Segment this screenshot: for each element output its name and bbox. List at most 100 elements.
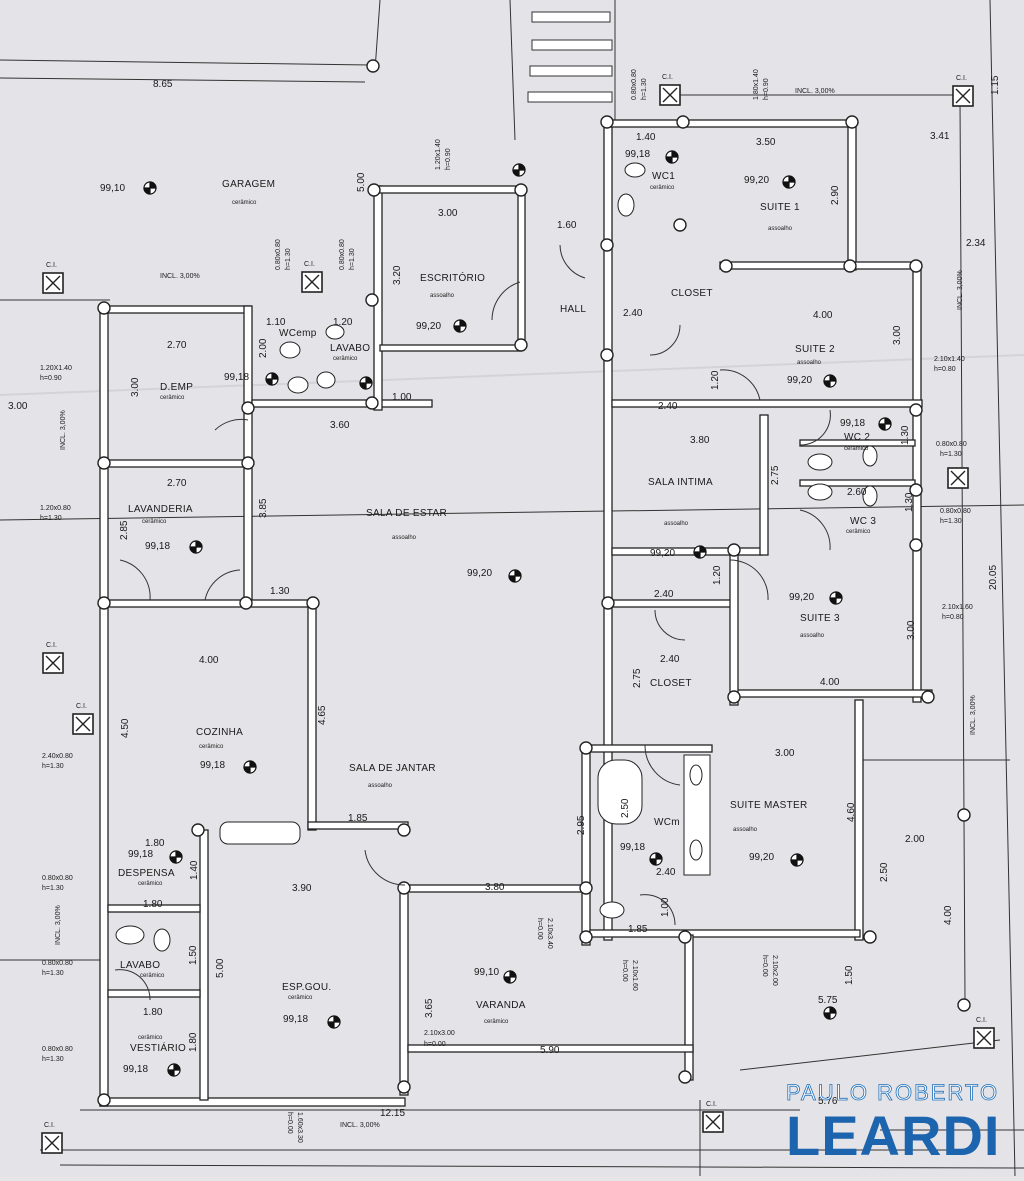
opening-height: h=0.00: [286, 1112, 293, 1134]
opening-size: 0.80x0.80: [42, 875, 73, 882]
drain-label: C.I.: [706, 1101, 717, 1108]
room-level: 99,18: [200, 760, 225, 771]
door-swings: [114, 244, 831, 1001]
room-finish: assoalho: [733, 827, 758, 833]
opening-height: h=0.90: [763, 78, 770, 100]
room-level: 99,18: [840, 418, 865, 429]
dimension: 2.95: [576, 815, 587, 835]
opening-height: h=0.00: [621, 960, 628, 982]
room-name: SALA INTIMA: [648, 477, 713, 488]
room-level: 99,10: [474, 967, 499, 978]
room-finish: assoalho: [368, 783, 393, 789]
dimension: 3.60: [330, 420, 350, 431]
room-name: D.EMP: [160, 382, 193, 393]
opening-size: 0.80x0.80: [940, 508, 971, 515]
opening-size: 0.80x0.80: [42, 1046, 73, 1053]
dimension: 3.80: [690, 435, 710, 446]
opening-size: 1.20x0.80: [40, 505, 71, 512]
opening-size: 0.80x0.80: [339, 239, 346, 270]
dimension: 2.00: [258, 338, 269, 358]
drain-label: C.I.: [46, 262, 57, 269]
dimension: 2.40: [658, 401, 678, 412]
dimension: 3.00: [130, 377, 141, 397]
opening-height: h=1.30: [42, 970, 64, 977]
dimension: 1.40: [636, 132, 656, 143]
room-name: SALA DE ESTAR: [366, 508, 447, 519]
dimension: 1.80: [145, 838, 165, 849]
room-finish: cerâmico: [160, 395, 185, 401]
dimension: 1.50: [844, 965, 855, 985]
watermark: PAULO ROBERTO LEARDI: [786, 1080, 1000, 1167]
room-name: SALA DE JANTAR: [349, 763, 436, 774]
room-name: CLOSET: [671, 288, 713, 299]
dimension: 4.65: [317, 705, 328, 725]
dimension: 4.00: [820, 677, 840, 688]
room-finish: cerâmico: [484, 1019, 509, 1025]
dimension: 1.80: [143, 899, 163, 910]
opening-height: h=0.00: [761, 955, 768, 977]
drain-label: C.I.: [976, 1017, 987, 1024]
room-name: ESCRITÓRIO: [420, 271, 485, 284]
room-finish: assoalho: [768, 226, 793, 232]
dimension: 2.40: [660, 654, 680, 665]
slope-label: INCL. 3,00%: [160, 273, 200, 280]
dimension: 3.65: [424, 998, 435, 1018]
room-labels: GARAGEM cerâmico 99,10 ESCRITÓRIO assoal…: [100, 149, 876, 1075]
dimension: 2.90: [830, 185, 841, 205]
room-finish: cerâmico: [288, 995, 313, 1001]
dimension: 1.00: [392, 392, 412, 403]
dimension: 2.75: [632, 668, 643, 688]
dimension: 4.00: [199, 655, 219, 666]
room-finish: assoalho: [800, 633, 825, 639]
room-level: 99,18: [145, 541, 170, 552]
drain-label: C.I.: [44, 1122, 55, 1129]
dimension: 2.40: [656, 867, 676, 878]
dimension: 4.60: [846, 802, 857, 822]
drain-label: C.I.: [662, 74, 673, 81]
fixtures: [115, 162, 878, 952]
room-name: SUITE 1: [760, 202, 800, 213]
opening-size: 2.10x1.60: [631, 960, 638, 991]
room-level: 99,20: [467, 568, 492, 579]
room-name: HALL: [560, 304, 586, 315]
drain-label: C.I.: [76, 703, 87, 710]
room-level: 99,20: [787, 375, 812, 386]
watermark-name: PAULO ROBERTO: [786, 1080, 999, 1105]
opening-height: h=1.30: [42, 1056, 64, 1063]
dimension: 1.30: [904, 492, 915, 512]
dimension: 2.00: [905, 834, 925, 845]
room-name: WCm: [654, 817, 680, 828]
room-name: DESPENSA: [118, 868, 175, 879]
dimension: 1.50: [188, 945, 199, 965]
slope-label: INCL. 3,00%: [795, 88, 835, 95]
room-name: CLOSET: [650, 678, 692, 689]
drain-boxes: [41, 84, 995, 1154]
opening-height: h=0.80: [934, 366, 956, 373]
dimension: 1.20: [710, 370, 721, 390]
room-finish: cerâmico: [844, 446, 869, 452]
dimension: 2.60: [847, 487, 867, 498]
dimension: 1.00: [660, 897, 671, 917]
dimension: 1.10: [266, 317, 286, 328]
room-name: WC 2: [844, 432, 870, 443]
dimension: 1.85: [348, 813, 368, 824]
dimension: 1.40: [189, 860, 200, 880]
opening-size: 1.20x1.40: [435, 139, 442, 170]
dimension: 5.00: [356, 172, 367, 192]
dimension: 2.40: [654, 589, 674, 600]
dimension: 2.70: [167, 340, 187, 351]
slope-label: INCL. 3,00%: [55, 905, 62, 945]
dimension: 12.15: [380, 1108, 405, 1119]
room-finish: cerâmico: [138, 881, 163, 887]
drain-label: C.I.: [46, 642, 57, 649]
room-finish: assoalho: [392, 535, 417, 541]
opening-height: h=1.30: [40, 515, 62, 522]
room-finish: cerâmico: [232, 200, 257, 206]
dimension: 1.20: [712, 565, 723, 585]
dimension: 3.80: [485, 882, 505, 893]
level-markers: [143, 150, 892, 1077]
room-name: SUITE 3: [800, 613, 840, 624]
dimension: 3.85: [258, 498, 269, 518]
